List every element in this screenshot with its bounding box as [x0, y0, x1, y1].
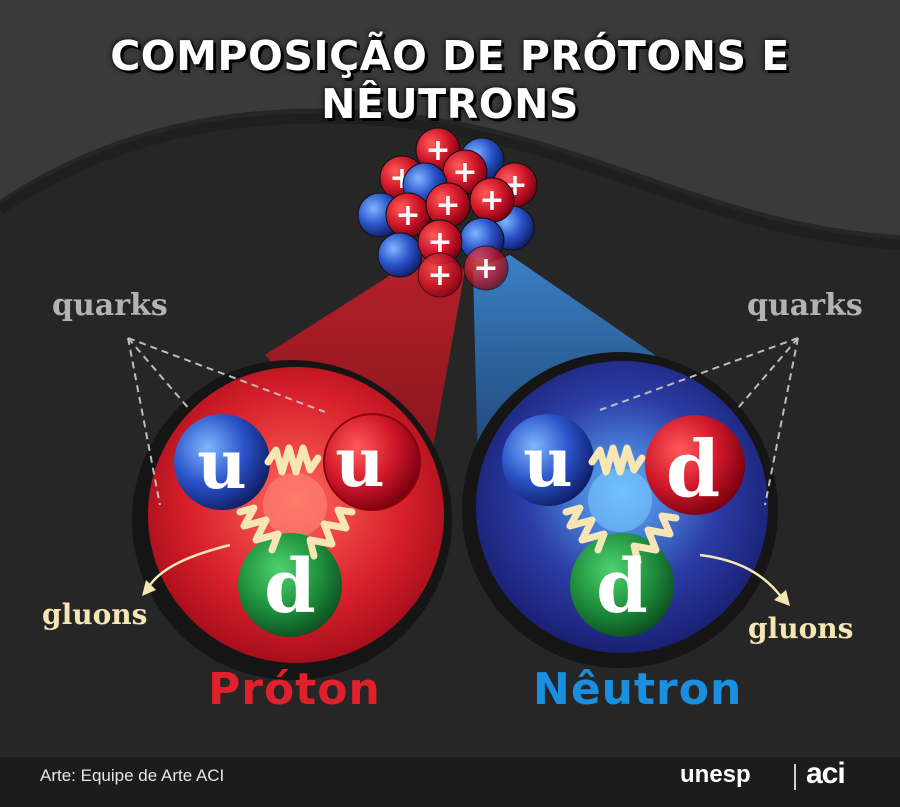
plus-sign: + — [427, 258, 452, 293]
gluon-spring — [264, 444, 322, 476]
quark-d-red — [645, 415, 745, 515]
quark-d-green — [570, 533, 674, 637]
neutron-diagram: u d d — [462, 352, 778, 668]
page-title: COMPOSIÇÃO DE PRÓTONS E NÊUTRONS — [110, 32, 790, 128]
plus-sign: + — [473, 251, 498, 286]
quark-letter: u — [523, 423, 572, 503]
gluon-spring — [562, 504, 608, 554]
proton-label: Próton — [208, 664, 381, 715]
quark-letter: d — [264, 544, 316, 630]
gluon-arrows — [146, 543, 784, 599]
quark-letter: d — [666, 424, 721, 515]
quark-u-2 — [323, 413, 421, 511]
quark-u-1 — [174, 414, 270, 510]
plus-sign: + — [395, 198, 420, 233]
nucleus-cluster: ++++++++++ — [357, 127, 538, 298]
label-quarks-left: quarks — [52, 288, 168, 323]
quark-u — [502, 414, 594, 506]
nucleus-proton — [463, 245, 509, 291]
plus-sign: + — [435, 188, 460, 223]
label-quarks-right: quarks — [747, 288, 863, 323]
proton-diagram: u u d — [132, 360, 452, 680]
quark-letter: d — [596, 544, 648, 630]
gluon-spring — [306, 506, 356, 560]
label-gluons-left: gluons — [42, 598, 148, 631]
gluon-spring — [236, 504, 282, 554]
logo-divider — [794, 764, 796, 790]
credit-text: Arte: Equipe de Arte ACI — [40, 766, 225, 785]
gluon-spring — [588, 444, 646, 476]
nucleus-proton — [417, 252, 463, 298]
footer-bar — [0, 757, 900, 807]
plus-sign: + — [479, 183, 504, 218]
gluon-spring — [630, 512, 680, 566]
quark-d-1 — [238, 533, 342, 637]
quark-pointer-lines — [127, 337, 799, 506]
plus-sign: + — [452, 155, 477, 190]
neutron-label: Nêutron — [533, 664, 743, 715]
quark-letter: u — [197, 425, 246, 505]
background-wave — [0, 0, 900, 235]
quark-letter: u — [335, 423, 384, 503]
nucleus-neutron — [377, 232, 423, 278]
label-gluons-right: gluons — [748, 612, 854, 645]
unesp-logo: unesp — [680, 761, 751, 788]
aci-logo: aci — [806, 757, 846, 790]
